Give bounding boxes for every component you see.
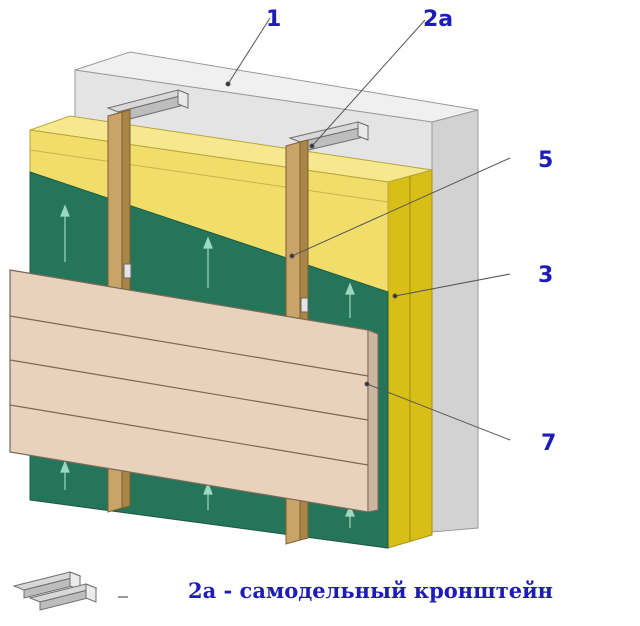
board-seam xyxy=(9,404,369,466)
arrow-up-icon xyxy=(345,504,355,528)
leader-lines xyxy=(225,17,511,441)
arrow-up-icon xyxy=(345,282,355,318)
callout-5: 5 xyxy=(538,148,553,173)
leader-1 xyxy=(227,17,271,85)
callout-2a: 2а xyxy=(423,7,453,32)
bracket-right xyxy=(288,121,370,153)
air-flow-arrows xyxy=(60,204,355,528)
batten-clip xyxy=(123,263,132,279)
cladding-edge xyxy=(367,329,379,513)
callout-7: 7 xyxy=(541,431,556,456)
arrow-up-icon xyxy=(60,204,70,262)
board-seam xyxy=(9,315,369,377)
callout-3: 3 xyxy=(538,263,553,288)
base-wall-side xyxy=(431,109,479,533)
leader-3 xyxy=(394,273,511,297)
arrow-up-icon xyxy=(203,236,213,288)
leader-7 xyxy=(366,383,511,441)
batten-clip xyxy=(300,297,309,313)
leader-5 xyxy=(291,157,511,257)
legend-bracket-icon xyxy=(12,571,98,611)
bracket-left xyxy=(106,89,190,123)
insulation-layer-line xyxy=(29,149,389,203)
arrow-up-icon xyxy=(203,482,213,510)
arrow-up-icon xyxy=(60,460,70,490)
cladding-boards xyxy=(9,269,379,513)
legend-caption: 2а - самодельный кронштейн xyxy=(188,578,553,603)
callout-1: 1 xyxy=(266,7,281,32)
board-seam xyxy=(9,359,369,421)
brackets xyxy=(106,89,370,153)
leader-2a xyxy=(311,19,426,147)
